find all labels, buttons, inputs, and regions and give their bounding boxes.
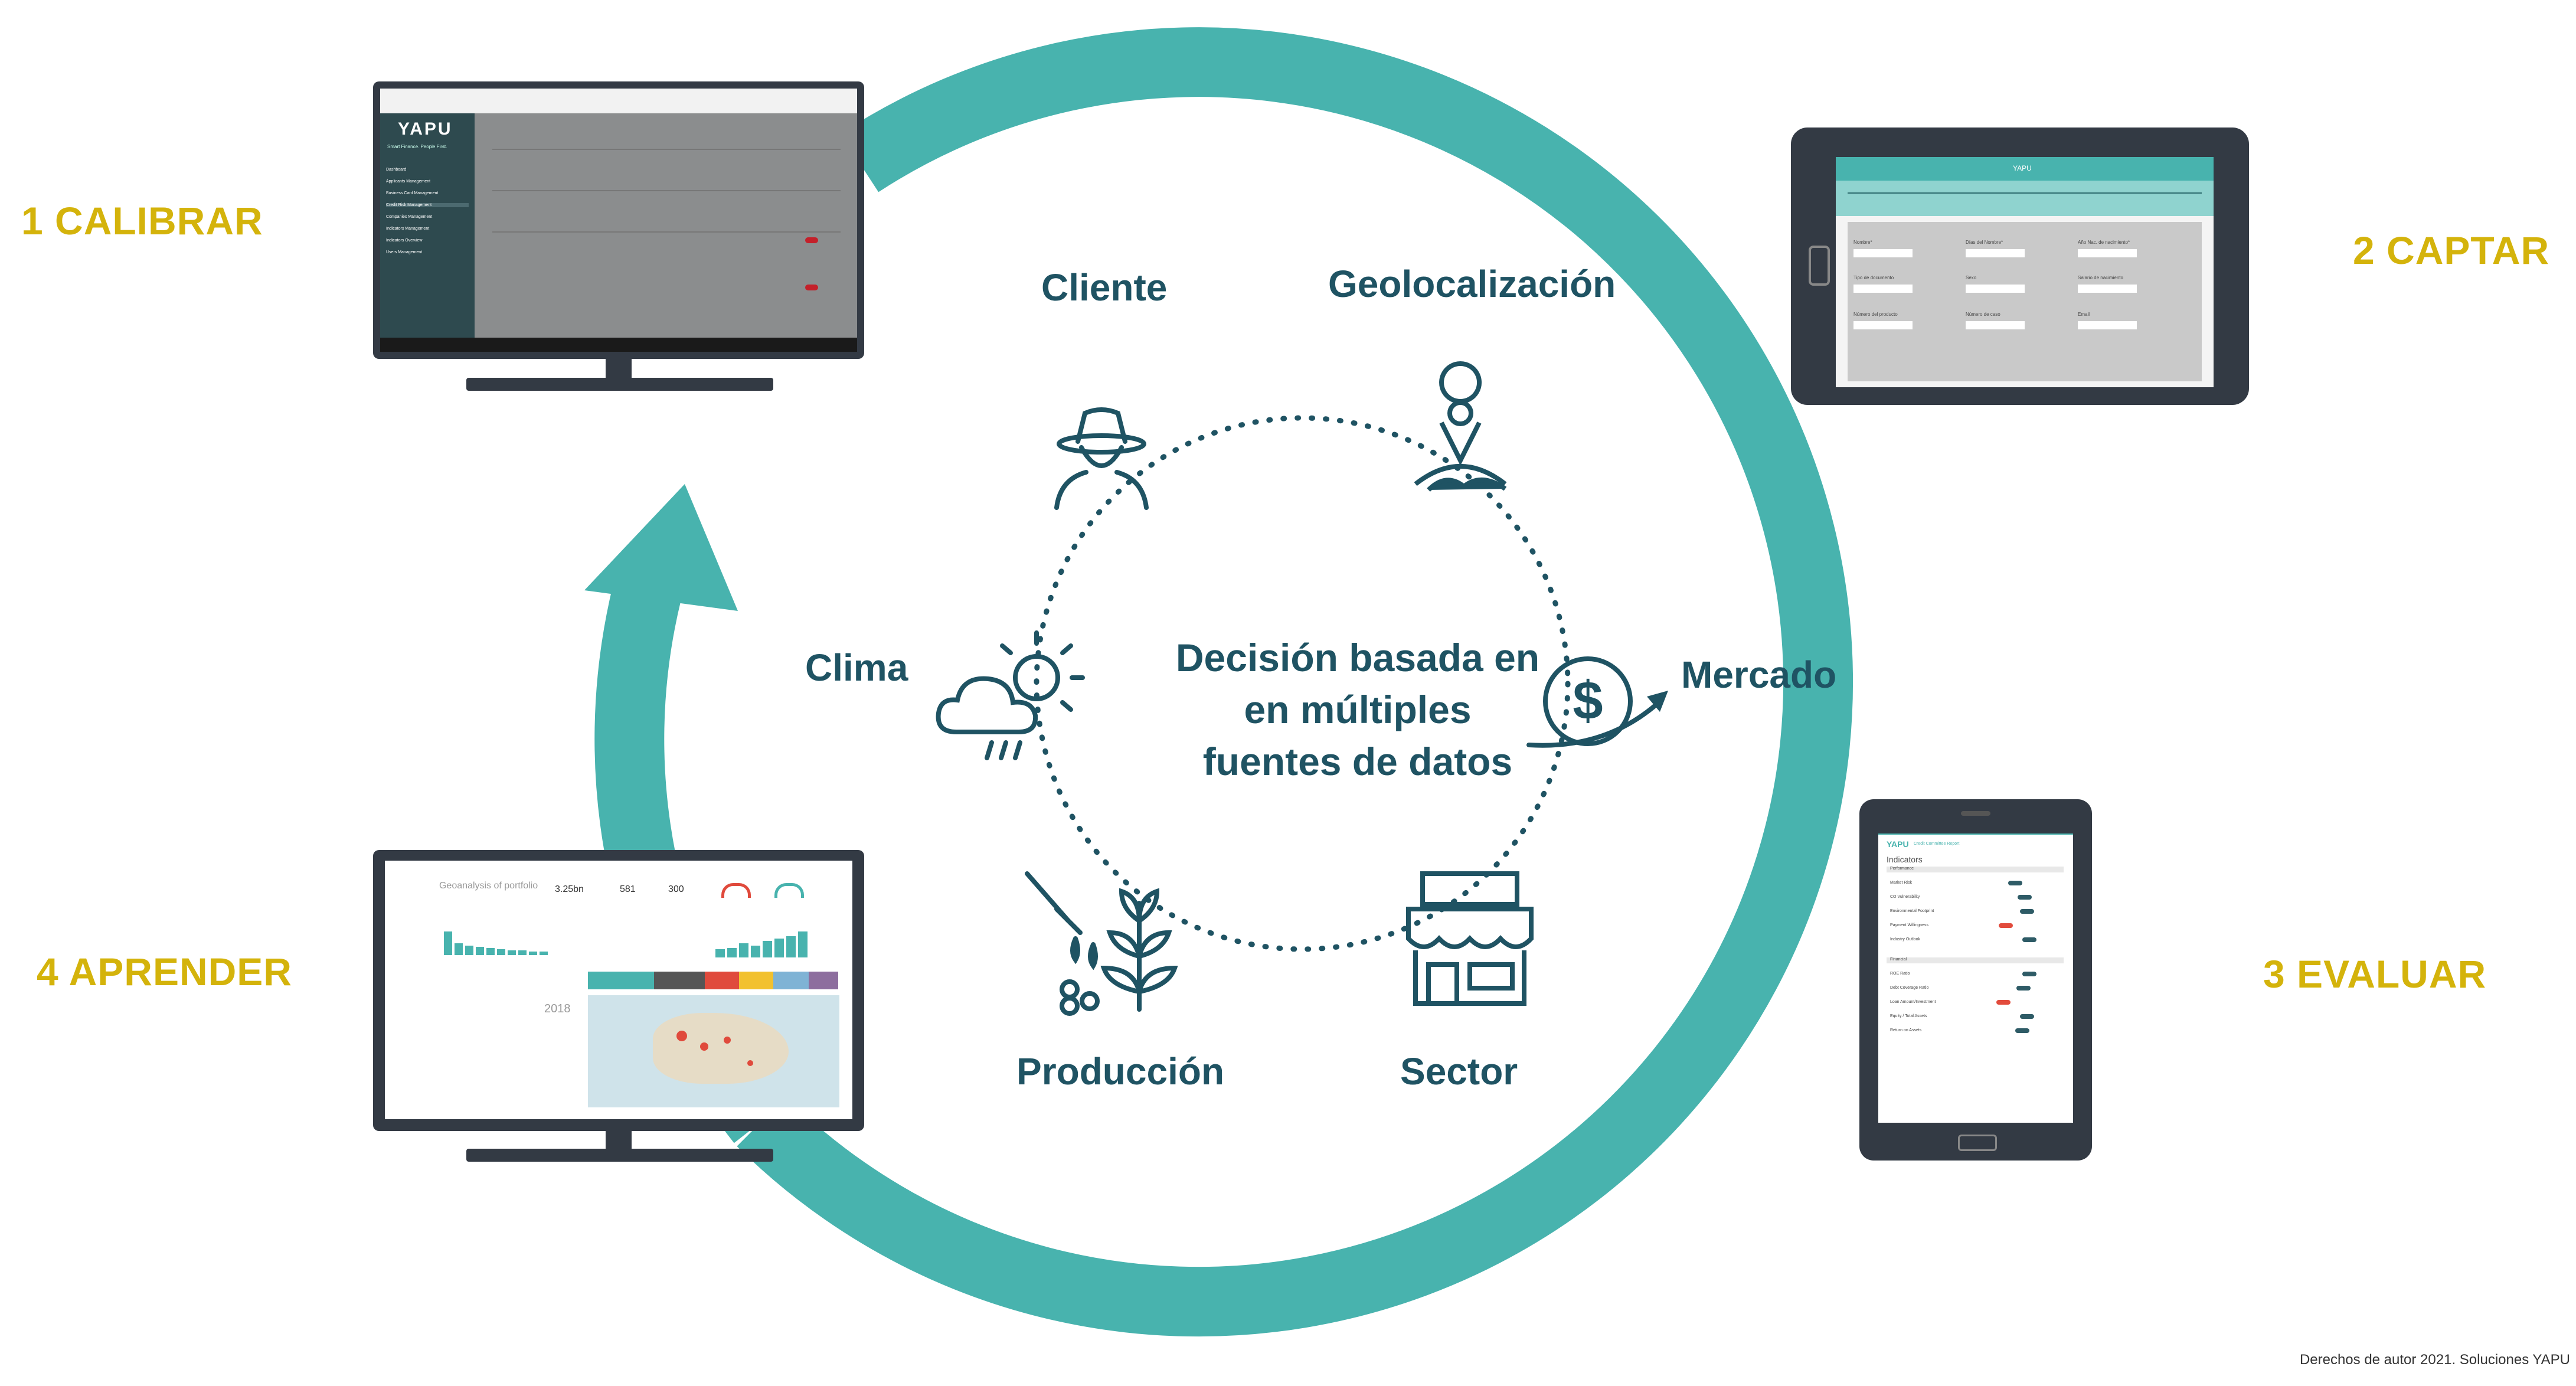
aprender-kpi: 3.25bn: [555, 884, 584, 894]
step-captar: 2 CAPTAR: [2353, 228, 2550, 272]
captar-input[interactable]: [1853, 285, 1913, 293]
aprender-kpi: 300: [668, 884, 684, 894]
captar-input[interactable]: [2078, 285, 2137, 293]
calibrar-screen: YAPU Smart Finance. People First. Dashbo…: [380, 89, 857, 352]
store-icon: [1406, 871, 1534, 1006]
evaluar-row: Payment Willingness: [1890, 923, 1928, 927]
evaluar-row: Environmental Footprint: [1890, 909, 1934, 913]
captar-input[interactable]: [1853, 321, 1913, 329]
captar-field-label: Salario de nacimiento: [2078, 275, 2123, 280]
captar-field-label: Año Nac. de nacimiento*: [2078, 240, 2130, 245]
source-sector: Sector: [1400, 1050, 1518, 1093]
svg-text:$: $: [1573, 671, 1603, 731]
aprender-screen: Geoanalysis of portfolio 3.25bn 581 300: [385, 861, 852, 1119]
tablet-evaluar: YAPU Credit Committee Report Indicators …: [1859, 799, 2092, 1161]
evaluar-row: Industry Outlook: [1890, 937, 1920, 942]
evaluar-row: Debt Coverage Ratio: [1890, 986, 1929, 990]
captar-input[interactable]: [2078, 321, 2137, 329]
captar-input[interactable]: [1966, 249, 2025, 257]
calibrar-menu-item[interactable]: Dashboard: [386, 168, 407, 172]
market-icon: $: [1526, 656, 1668, 748]
captar-field-label: Sexo: [1966, 275, 1977, 280]
calibrar-menu-item[interactable]: Business Card Management: [386, 191, 439, 195]
evaluar-row: Equity / Total Assets: [1890, 1014, 1927, 1018]
evaluar-section: Performance: [1890, 867, 1914, 871]
monitor-calibrar: YAPU Smart Finance. People First. Dashbo…: [373, 81, 864, 359]
center-line-2: en múltiples: [1244, 688, 1472, 731]
evaluar-screen: YAPU Credit Committee Report Indicators …: [1878, 833, 2073, 1123]
step-calibrar: 1 CALIBRAR: [21, 199, 263, 243]
calibrar-menu-item[interactable]: Users Management: [386, 250, 423, 254]
captar-screen: YAPU Nombre* Días del Nombre* Año Nac. d…: [1836, 157, 2214, 387]
copyright: Derechos de autor 2021. Soluciones YAPU: [2299, 1352, 2570, 1368]
evaluar-logo: YAPU: [1887, 839, 1909, 849]
source-mercado: Mercado: [1681, 653, 1837, 696]
center-text: Decisión basada en en múltiples fuentes …: [1092, 632, 1623, 787]
production-icon: [1025, 871, 1178, 1016]
source-clima: Clima: [805, 646, 908, 689]
tablet-captar: YAPU Nombre* Días del Nombre* Año Nac. d…: [1791, 128, 2249, 405]
captar-field-label: Días del Nombre*: [1966, 240, 2003, 245]
monitor-calibrar-stand: [466, 378, 773, 391]
monitor-aprender-stand: [466, 1149, 773, 1162]
calibrar-menu-item[interactable]: Companies Management: [386, 215, 433, 219]
cycle-arrow-head: [584, 484, 738, 611]
monitor-aprender: Geoanalysis of portfolio 3.25bn 581 300: [373, 850, 864, 1131]
calibrar-menu-item[interactable]: Applicants Management: [386, 179, 431, 184]
source-produccion: Producción: [1016, 1050, 1225, 1093]
center-line-3: fuentes de datos: [1202, 740, 1513, 783]
evaluar-section: Financial: [1890, 957, 1907, 962]
evaluar-row: CO Vulnerability: [1890, 895, 1920, 899]
calibrar-tagline: Smart Finance. People First.: [387, 144, 447, 149]
evaluar-subtitle: Credit Committee Report: [1914, 842, 1960, 846]
cycle-ring: [737, 27, 1853, 1337]
weather-icon: [936, 630, 1085, 760]
captar-input[interactable]: [2078, 249, 2137, 257]
calibrar-logo: YAPU: [398, 119, 453, 139]
captar-field-label: Tipo de documento: [1853, 275, 1894, 280]
captar-input[interactable]: [1966, 321, 2025, 329]
dotted-circle: [1034, 415, 1571, 952]
captar-field-label: Email: [2078, 312, 2090, 317]
calibrar-menu-item[interactable]: Credit Risk Management: [386, 203, 469, 207]
evaluar-row: Return on Assets: [1890, 1028, 1922, 1032]
aprender-title: Geoanalysis of portfolio: [439, 881, 538, 891]
evaluar-heading: Indicators: [1887, 855, 1923, 864]
evaluar-row: ROE Ratio: [1890, 972, 1910, 976]
step-evaluar: 3 EVALUAR: [2263, 952, 2487, 996]
calibrar-menu-item[interactable]: Indicators Management: [386, 227, 430, 231]
center-line-1: Decisión basada en: [1175, 636, 1540, 679]
source-geolocalizacion: Geolocalización: [1328, 263, 1616, 305]
captar-title: YAPU: [2013, 164, 2032, 172]
calibrar-menu-item[interactable]: Indicators Overview: [386, 238, 423, 243]
captar-field-label: Nombre*: [1853, 240, 1872, 245]
step-aprender: 4 APRENDER: [37, 950, 292, 993]
geolocation-icon: [1414, 361, 1507, 492]
captar-field-label: Número de caso: [1966, 312, 2000, 317]
captar-input[interactable]: [1853, 249, 1913, 257]
calibrar-sidebar: YAPU Smart Finance. People First. Dashbo…: [380, 113, 475, 338]
captar-field-label: Número del producto: [1853, 312, 1898, 317]
captar-input[interactable]: [1966, 285, 2025, 293]
farmer-icon: [1054, 407, 1149, 510]
aprender-kpi: 581: [620, 884, 636, 894]
evaluar-row: Market Risk: [1890, 881, 1912, 885]
evaluar-row: Loan Amount/Investment: [1890, 1000, 1936, 1004]
source-cliente: Cliente: [1041, 266, 1168, 309]
aprender-year: 2018: [544, 1002, 571, 1015]
